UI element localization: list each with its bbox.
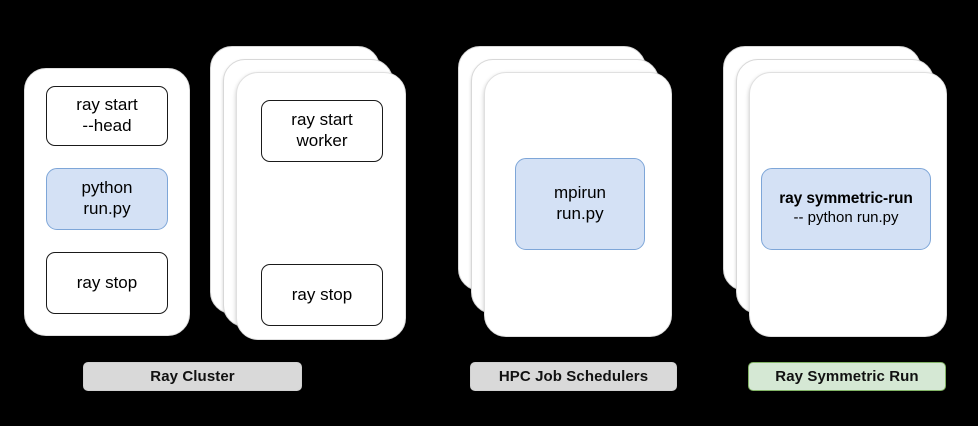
step-line-1: ray stop [76, 272, 138, 292]
group-label-hpc-job-schedulers: HPC Job Schedulers [470, 362, 677, 391]
step-line-1: ray stop [291, 284, 353, 304]
step-line-1: ray symmetric-run [779, 190, 913, 208]
group-label-ray-symmetric-run: Ray Symmetric Run [748, 362, 946, 391]
step-line-1: python [81, 178, 133, 198]
step-ray-start-head: ray start --head [46, 86, 168, 146]
step-line-2: run.py [556, 204, 604, 223]
step-line-1: ray start [76, 95, 138, 115]
step-python-run-py: python run.py [46, 168, 168, 230]
step-line-1: ray start [291, 110, 353, 130]
step-line-2: --head [82, 116, 132, 135]
step-ray-stop-worker: ray stop [261, 264, 383, 326]
step-line-2: -- python run.py [793, 209, 899, 227]
step-mpirun-run-py: mpirun run.py [515, 158, 645, 250]
step-line-1: mpirun [554, 183, 606, 203]
step-ray-start-worker: ray start worker [261, 100, 383, 162]
step-ray-stop-head: ray stop [46, 252, 168, 314]
step-ray-symmetric-run-cmd: ray symmetric-run -- python run.py [761, 168, 931, 250]
group-label-ray-cluster: Ray Cluster [83, 362, 302, 391]
step-line-2: run.py [83, 199, 131, 218]
step-line-2: worker [296, 131, 348, 150]
